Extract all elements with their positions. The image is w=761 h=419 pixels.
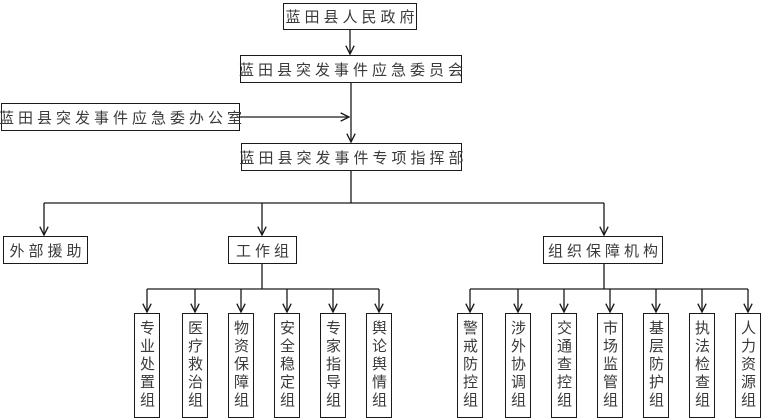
- committee-office-node: 蓝田县突发事件应急委办公室: [0, 103, 242, 131]
- support-group-leaf-node: 基层防护组: [643, 313, 669, 418]
- node-label: 涉外协调组: [509, 320, 527, 410]
- support-group-leaf-node: 涉外协调组: [505, 313, 531, 418]
- work-group-leaf-node: 物资保障组: [228, 313, 254, 418]
- node-label: 组织保障机构: [548, 241, 663, 260]
- work-group-leaf-node: 专家指导组: [320, 313, 346, 418]
- node-label: 工作组: [235, 241, 293, 260]
- external-aid-node: 外部援助: [3, 236, 88, 264]
- support-group-leaf-node: 人力资源组: [735, 313, 761, 418]
- support-group-leaf-node: 执法检查组: [689, 313, 715, 418]
- node-label: 执法检查组: [693, 320, 711, 410]
- node-label: 专家指导组: [324, 320, 342, 410]
- emergency-committee-node: 蓝田县突发事件应急委员会: [239, 55, 463, 83]
- node-label: 舆论舆情组: [370, 320, 388, 410]
- node-label: 警戒防控组: [461, 320, 479, 410]
- command-hq-node: 蓝田县突发事件专项指挥部: [240, 143, 464, 171]
- node-label: 蓝田县人民政府: [285, 8, 419, 26]
- work-group-leaf-node: 专业处置组: [134, 313, 160, 418]
- node-label: 专业处置组: [138, 320, 156, 410]
- node-label: 外部援助: [9, 241, 86, 260]
- support-group-leaf-node: 警戒防控组: [457, 313, 483, 418]
- work-group-leaf-node: 舆论舆情组: [366, 313, 392, 418]
- county-government-node: 蓝田县人民政府: [283, 3, 417, 30]
- node-label: 市场监管组: [601, 320, 619, 410]
- node-label: 安全稳定组: [278, 320, 296, 410]
- node-label: 交通查控组: [555, 320, 573, 410]
- work-group-node: 工作组: [228, 236, 297, 264]
- support-org-node: 组织保障机构: [543, 236, 663, 264]
- node-label: 蓝田县突发事件专项指挥部: [239, 148, 468, 167]
- work-group-leaf-node: 安全稳定组: [274, 313, 300, 418]
- node-label: 医疗救治组: [186, 320, 204, 410]
- support-group-leaf-node: 交通查控组: [551, 313, 577, 418]
- node-label: 基层防护组: [647, 320, 665, 410]
- node-label: 物资保障组: [232, 320, 250, 410]
- support-group-leaf-node: 市场监管组: [597, 313, 623, 418]
- node-label: 蓝田县突发事件应急委办公室: [0, 108, 247, 127]
- node-label: 人力资源组: [739, 320, 757, 410]
- work-group-leaf-node: 医疗救治组: [182, 313, 208, 418]
- node-label: 蓝田县突发事件应急委员会: [239, 60, 468, 79]
